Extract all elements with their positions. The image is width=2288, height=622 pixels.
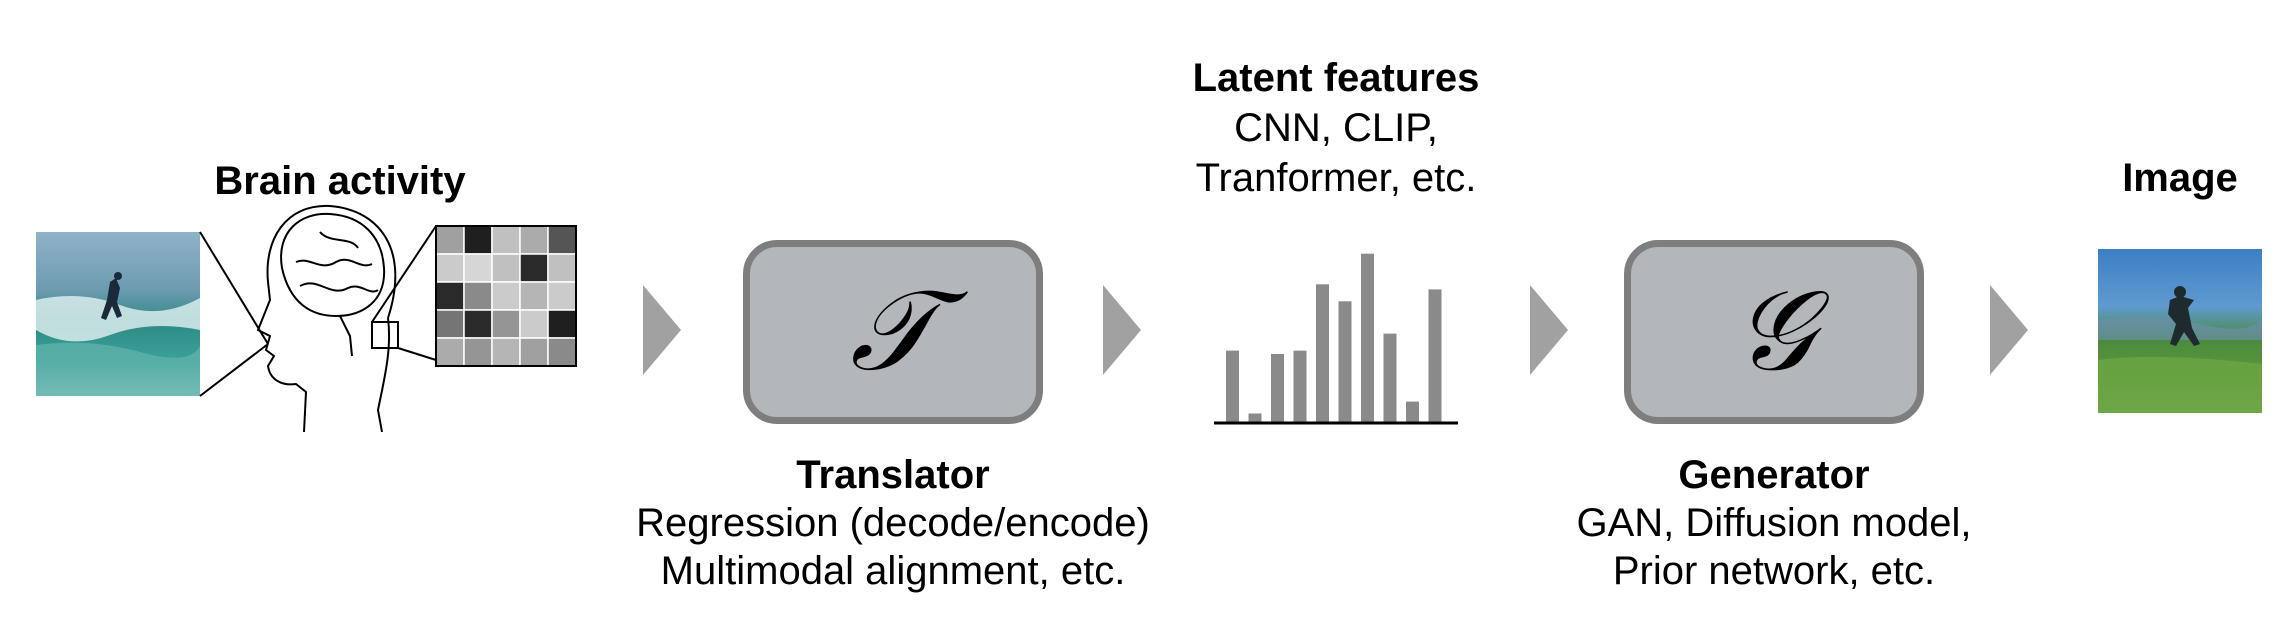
voxel-cell: [491, 281, 521, 311]
brain-activity-title: Brain activity: [214, 159, 466, 203]
latent-bar: [1428, 289, 1442, 422]
latent-bar: [1338, 301, 1352, 422]
voxel-cell: [519, 337, 549, 367]
voxel-cell: [519, 309, 549, 339]
voxel-cell: [435, 337, 465, 367]
latent-feature-bars: [1226, 253, 1442, 422]
latent-bar: [1361, 253, 1374, 422]
generator-symbol: 𝒢: [1734, 266, 1814, 396]
reconstructed-image: [2098, 249, 2262, 413]
projection-line-bottom: [199, 343, 269, 397]
voxel-cell: [463, 337, 493, 367]
roi-box: [371, 321, 399, 349]
translator-symbol: 𝒯: [850, 266, 936, 396]
generator-title: Generator: [1678, 453, 1870, 497]
voxel-cell: [547, 281, 577, 311]
voxel-cell: [491, 309, 521, 339]
latent-bar: [1271, 354, 1284, 422]
voxel-cell: [547, 253, 577, 283]
translator-title: Translator: [796, 453, 990, 497]
generator-line-2: Prior network, etc.: [1612, 549, 1936, 593]
generator-block: 𝒢: [1624, 240, 1924, 424]
voxel-cell: [435, 253, 465, 283]
arrow-to-translator: [643, 285, 681, 375]
voxel-matrix: [435, 225, 577, 367]
latent-features-line-2: Tranformer, etc.: [1195, 156, 1477, 200]
voxel-cell: [435, 225, 465, 255]
zoom-line-bottom: [397, 347, 437, 361]
voxel-cell: [463, 225, 493, 255]
latent-bar: [1293, 350, 1307, 422]
translator-line-2: Multimodal alignment, etc.: [660, 549, 1126, 593]
latent-bar: [1316, 284, 1329, 422]
translator-block: 𝒯: [743, 240, 1043, 424]
voxel-cell: [435, 281, 465, 311]
voxel-cell: [519, 281, 549, 311]
voxel-matrix-frame: [435, 225, 577, 367]
latent-bar: [1406, 401, 1419, 422]
translator-line-1: Regression (decode/encode): [636, 501, 1150, 545]
latent-features-line-1: CNN, CLIP,: [1234, 106, 1438, 150]
voxel-cell: [547, 225, 577, 255]
voxel-cell: [463, 281, 493, 311]
latent-bar: [1248, 413, 1262, 422]
projection-line-top: [199, 231, 269, 345]
latent-bar: [1383, 333, 1397, 422]
latent-features-title: Latent features: [1192, 56, 1480, 100]
voxel-cell: [547, 337, 577, 367]
latent-bar: [1226, 350, 1239, 422]
arrow-to-image: [1990, 285, 2028, 375]
image-title: Image: [2122, 156, 2238, 200]
stimulus-photo: [36, 232, 200, 396]
generator-line-1: GAN, Diffusion model,: [1576, 501, 1972, 545]
voxel-cell: [491, 337, 521, 367]
voxel-cell: [519, 253, 549, 283]
voxel-cell: [547, 309, 577, 339]
voxel-cell: [435, 309, 465, 339]
voxel-cell: [491, 253, 521, 283]
arrow-to-generator: [1530, 285, 1568, 375]
arrow-to-latent: [1103, 285, 1141, 375]
voxel-cell: [519, 225, 549, 255]
zoom-line-top: [371, 225, 437, 323]
voxel-cell: [491, 225, 521, 255]
voxel-cell: [463, 309, 493, 339]
head-outline-icon: [256, 204, 397, 433]
voxel-cell: [463, 253, 493, 283]
